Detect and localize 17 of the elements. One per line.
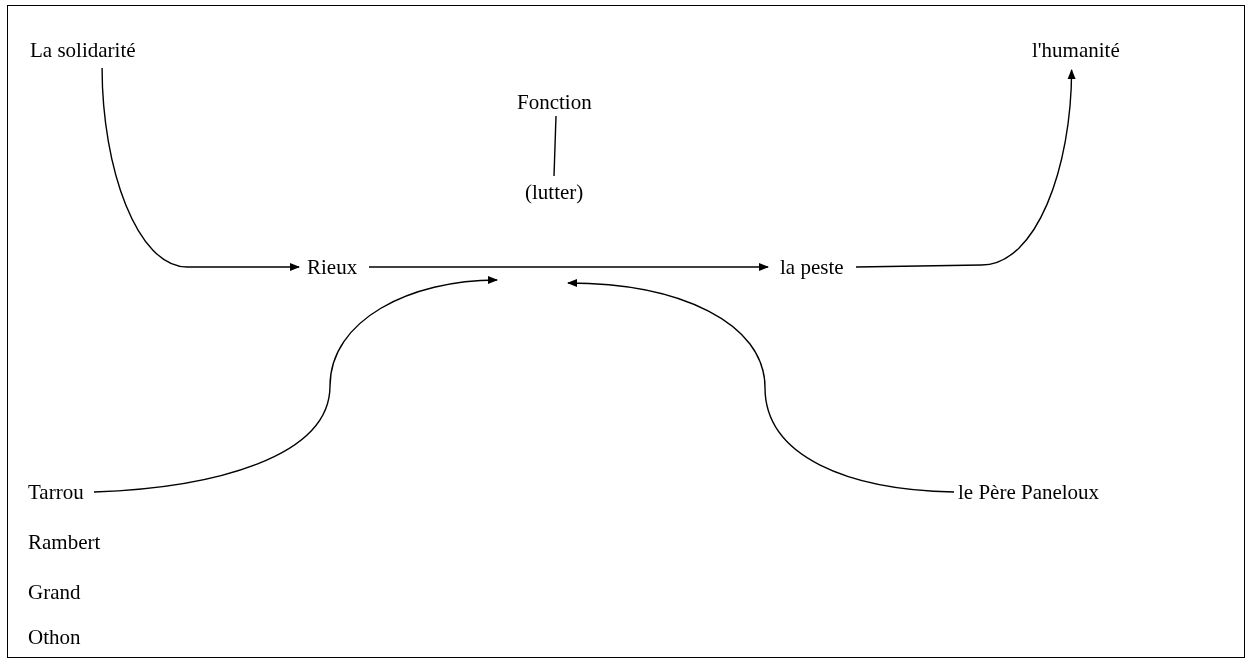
node-label: Rieux [307,255,358,279]
connector-line [553,115,557,177]
arrow [567,279,955,493]
arrow [101,67,300,271]
node-label: La solidarité [30,38,136,62]
arrow [855,69,1076,268]
node-label: Tarrou [28,480,84,504]
arrow [368,263,769,271]
node-label: l'humanité [1032,38,1120,62]
arrow [93,276,498,493]
node-label: (lutter) [525,180,584,204]
text-label: Othon [28,625,81,649]
text-label: Grand [28,580,81,604]
text-label: Rambert [28,530,101,554]
node-label: le Père Paneloux [958,480,1100,504]
node-label: la peste [780,255,844,279]
node-label: Fonction [517,90,592,114]
